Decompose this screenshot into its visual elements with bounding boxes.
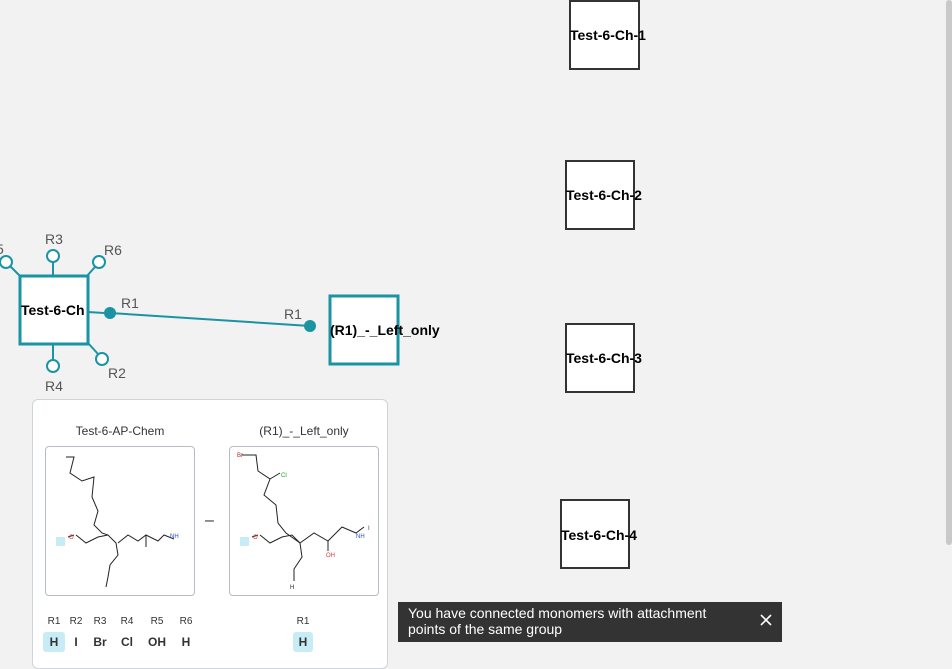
monomer-ch-4-label: Test-6-Ch-4 [561, 527, 637, 543]
attachment-point-r6[interactable] [92, 255, 106, 269]
monomer-left-only[interactable]: (R1)_-_Left_only [328, 294, 440, 366]
left-attachment-points: R1 H R2 I R3 Br R4 Cl R5 OH R6 H [43, 616, 199, 652]
close-icon[interactable] [758, 612, 774, 628]
bond-line[interactable] [109, 312, 311, 327]
ap-r6[interactable]: R6 H [179, 616, 193, 649]
ap-r5[interactable]: R5 OH [148, 616, 166, 649]
attachment-point-r2[interactable] [95, 352, 109, 366]
right-atom-o: O [253, 535, 258, 541]
monomer-ch-3-label: Test-6-Ch-3 [566, 350, 642, 366]
monomer-ch-2-label: Test-6-Ch-2 [566, 187, 642, 203]
vertical-scrollbar[interactable] [946, 0, 952, 545]
left-card-title: Test-6-AP-Chem [75, 424, 165, 438]
toast-message: You have connected monomers with attachm… [408, 605, 707, 637]
left-atom-nh: NH [170, 534, 179, 540]
monomer-ch-1-label: Test-6-Ch-1 [570, 27, 646, 43]
monomer-main-label: Test-6-Ch [21, 302, 85, 318]
attachment-point-r3[interactable] [46, 249, 60, 263]
bond-separator: – [205, 512, 214, 529]
left-only-r1-label: R1 [284, 306, 302, 322]
attachment-point-r4[interactable] [46, 359, 60, 373]
right-structure-preview: Br Cl O NH I OH H [229, 446, 379, 596]
r6-label: R6 [104, 242, 122, 258]
right-atom-i: I [368, 526, 370, 532]
left-atom-o: O [69, 535, 74, 541]
monomer-ch-4[interactable]: Test-6-Ch-4 [560, 499, 637, 569]
monomer-ch-3[interactable]: Test-6-Ch-3 [565, 323, 642, 393]
ap-r2[interactable]: R2 I [69, 616, 83, 649]
right-card-title: (R1)_-_Left_only [259, 424, 349, 438]
r1-label: R1 [121, 295, 139, 311]
right-atom-oh: OH [326, 553, 335, 559]
bond-preview-panel: Test-6-AP-Chem O NH – (R1)_-_Left_only [32, 399, 388, 669]
right-ap-r1[interactable]: R1 H [293, 616, 313, 652]
right-attachment-points: R1 H [293, 616, 313, 652]
monomer-left-only-label: (R1)_-_Left_only [330, 322, 440, 338]
ap-r4[interactable]: R4 Cl [120, 616, 134, 649]
r3-label: R3 [45, 231, 63, 247]
monomer-ch-1[interactable]: Test-6-Ch-1 [569, 0, 646, 70]
monomer-main[interactable]: Test-6-Ch [18, 274, 90, 346]
r5-label-cut: 5 [0, 241, 4, 257]
left-structure-preview: O NH [45, 446, 195, 596]
monomer-ch-2[interactable]: Test-6-Ch-2 [565, 160, 642, 230]
main-monomer-attachments [0, 249, 109, 373]
r2-label: R2 [108, 365, 126, 381]
right-atom-nh: NH [356, 534, 365, 540]
ap-r3[interactable]: R3 Br [93, 616, 107, 649]
attachment-point-r1-connected[interactable] [104, 307, 116, 319]
right-atom-br: Br [237, 453, 243, 459]
left-only-attachment-point-r1-connected[interactable] [304, 320, 316, 332]
attachment-point-r5[interactable] [0, 255, 13, 269]
right-atom-h: H [290, 585, 294, 591]
notification-toast: You have connected monomers with attachm… [398, 602, 782, 642]
right-atom-cl: Cl [281, 473, 287, 479]
r4-label: R4 [45, 378, 63, 394]
ap-r1[interactable]: R1 H [43, 616, 65, 652]
